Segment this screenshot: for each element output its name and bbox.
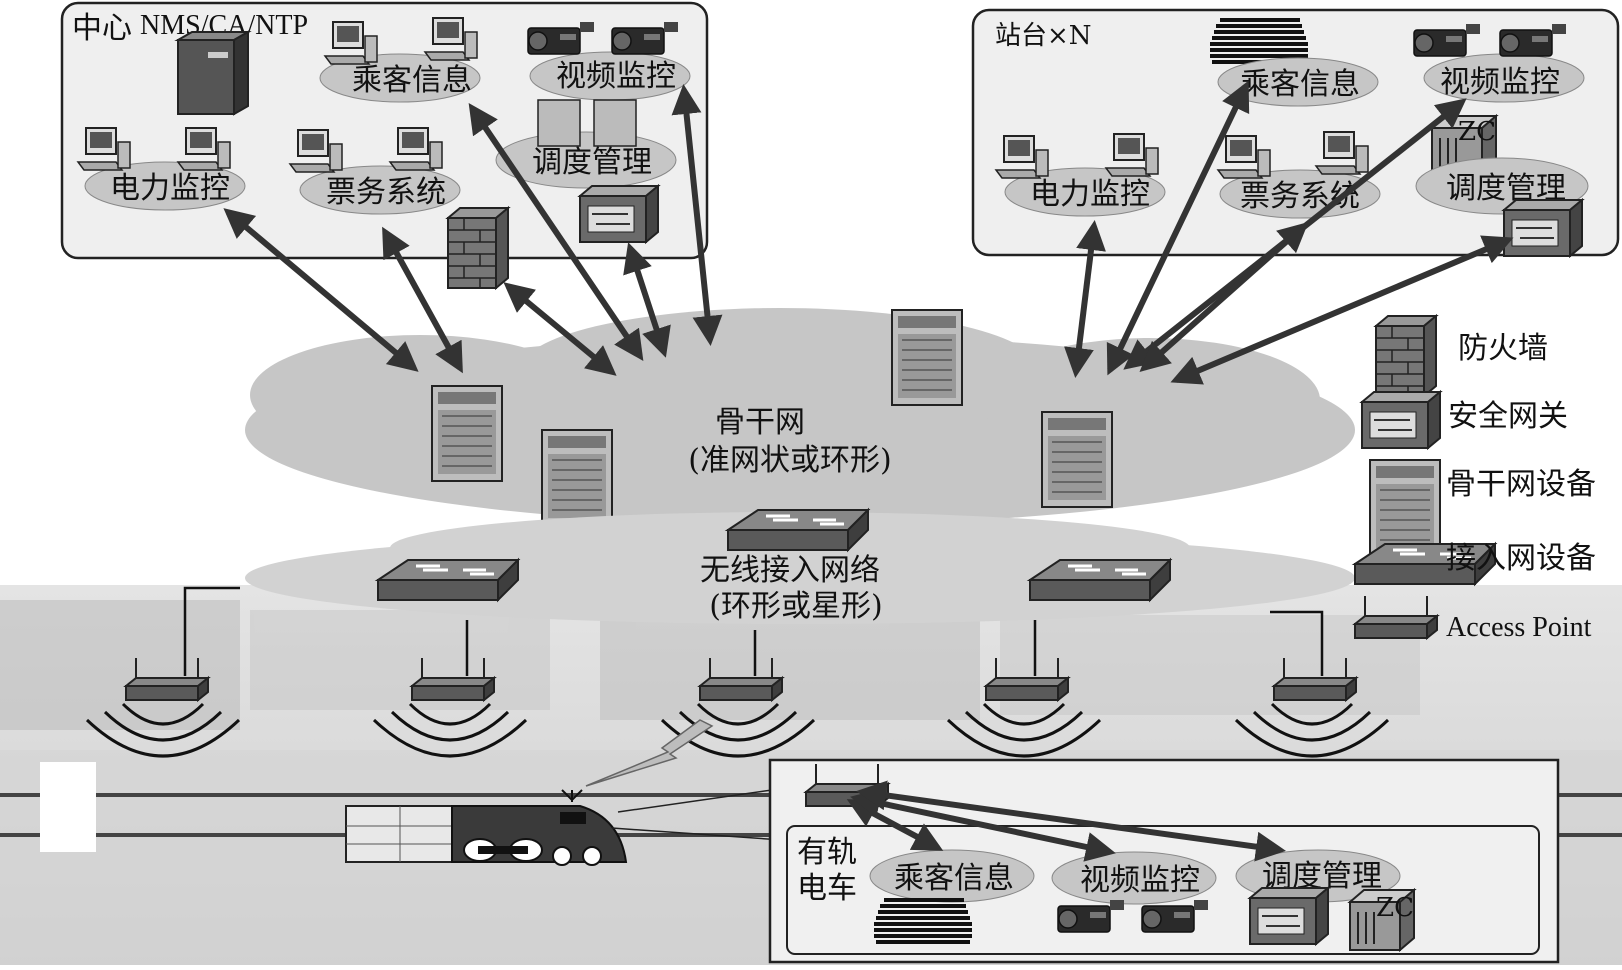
tram-title-line1: 有轨 bbox=[797, 835, 857, 870]
tram-gateway-icon bbox=[1249, 887, 1329, 945]
station-power-label: 电力监控 bbox=[1030, 177, 1150, 212]
ap-links bbox=[183, 586, 1324, 676]
legend-backbone-device-label: 骨干网设备 bbox=[1446, 467, 1596, 502]
center-passenger-label: 乘客信息 bbox=[352, 63, 472, 98]
station-arrows bbox=[1064, 80, 1514, 385]
legend-access-point-label: Access Point bbox=[1446, 612, 1592, 643]
center-power-cloud bbox=[84, 161, 246, 211]
legend: 防火墙 安全网关 骨干网设备 接入网设备 Access Point bbox=[1353, 315, 1596, 643]
access-switch-icon bbox=[726, 508, 870, 552]
wireless-link-icon bbox=[585, 719, 714, 787]
legend-firewall-label: 防火墙 bbox=[1458, 331, 1548, 366]
legend-firewall-icon bbox=[1375, 315, 1437, 397]
station-passenger-label: 乘客信息 bbox=[1240, 67, 1360, 102]
callout-line bbox=[617, 789, 773, 813]
tram-passenger-label: 乘客信息 bbox=[894, 861, 1014, 896]
center-gateway-icon bbox=[579, 185, 659, 243]
wireless-label-line1: 无线接入网络 bbox=[700, 553, 880, 588]
platform-sign bbox=[40, 762, 96, 852]
station-video-label: 视频监控 bbox=[1440, 65, 1560, 100]
center-ticket-label: 票务系统 bbox=[326, 175, 446, 210]
center-title-cn: 中心 bbox=[72, 11, 132, 46]
backbone-device-icon bbox=[431, 385, 503, 482]
backbone-device-icon bbox=[1041, 411, 1113, 508]
legend-backbone-device-icon bbox=[1369, 459, 1441, 556]
tram-title-line2: 电车 bbox=[797, 871, 857, 906]
center-passenger-cloud bbox=[319, 53, 481, 103]
legend-gateway-icon bbox=[1361, 391, 1441, 449]
backbone-device-icon bbox=[541, 429, 613, 526]
tram-arrows bbox=[846, 780, 1286, 862]
access-switch-icon bbox=[376, 558, 520, 602]
nms-server-icon bbox=[174, 30, 252, 116]
center-firewall-icon bbox=[447, 207, 509, 289]
center-arrows bbox=[223, 84, 723, 376]
station-zc-label: ZC bbox=[1458, 117, 1496, 147]
center-video-label: 视频监控 bbox=[556, 59, 676, 94]
backbone-label-line2: (准网状或环形) bbox=[688, 443, 891, 478]
station-title: 站台×N bbox=[995, 21, 1092, 51]
backbone-device-icon bbox=[891, 309, 963, 406]
wireless-label-line2: (环形或星形) bbox=[709, 589, 882, 624]
backbone-label-line1: 骨干网 bbox=[715, 405, 805, 440]
callout-line bbox=[611, 827, 783, 841]
legend-gateway-label: 安全网关 bbox=[1448, 399, 1568, 434]
tram-video-label: 视频监控 bbox=[1080, 863, 1200, 898]
tram-zc-label: ZC bbox=[1376, 893, 1414, 923]
legend-access-device-label: 接入网设备 bbox=[1446, 541, 1596, 576]
tram-icon bbox=[345, 789, 628, 866]
center-dispatch-label: 调度管理 bbox=[532, 145, 652, 180]
access-switch-icon bbox=[1028, 558, 1172, 602]
station-gateway-icon bbox=[1503, 199, 1583, 257]
center-power-label: 电力监控 bbox=[110, 171, 230, 206]
